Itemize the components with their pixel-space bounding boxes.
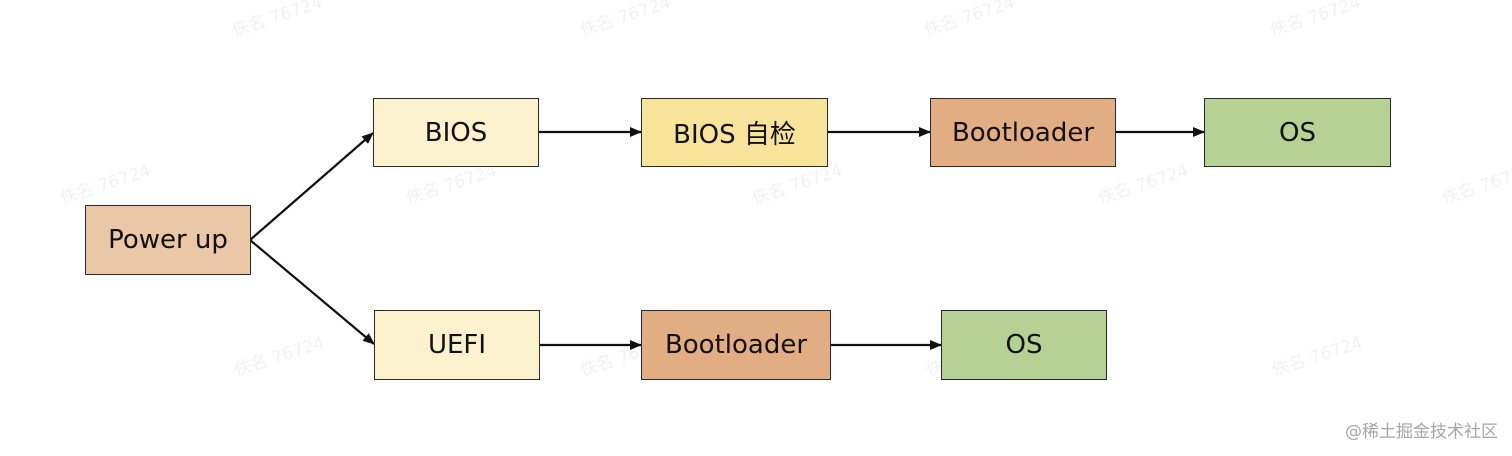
node-uefi-bootloader: Bootloader: [641, 310, 831, 380]
node-label: Bootloader: [664, 330, 808, 360]
node-label: UEFI: [427, 330, 487, 360]
node-label: Power up: [108, 225, 228, 255]
node-uefi-os: OS: [941, 310, 1107, 380]
site-watermark: @稀土掘金技术社区: [1345, 422, 1498, 442]
node-bios-os: OS: [1204, 98, 1391, 167]
node-bios-selfcheck: BIOS 自检: [641, 98, 828, 167]
node-label: BIOS: [424, 117, 488, 148]
node-bios: BIOS: [373, 98, 539, 167]
arrow-power-to-bios: [249, 132, 374, 241]
node-power-up: Power up: [85, 205, 251, 275]
node-bios-bootloader: Bootloader: [930, 98, 1116, 167]
node-uefi: UEFI: [374, 310, 540, 380]
node-label: Bootloader: [951, 117, 1095, 148]
node-label: BIOS 自检: [673, 120, 796, 150]
node-label: OS: [1005, 330, 1043, 360]
arrow-power-to-uefi: [249, 239, 375, 345]
node-label: OS: [1279, 117, 1316, 148]
